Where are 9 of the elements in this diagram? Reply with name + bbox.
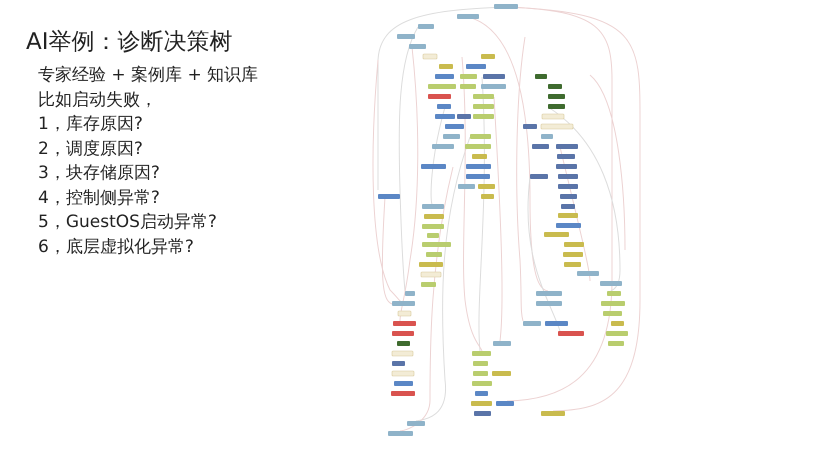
list-item: 5，GuestOS启动异常? [38,211,217,233]
body-text: 专家经验 + 案例库 + 知识库 [38,64,258,86]
list-item: 3，块存储原因? [38,162,160,184]
list-item: 6，底层虚拟化异常? [38,236,194,258]
list-item: 1，库存原因? [38,113,143,135]
list-item: 4，控制侧异常? [38,186,160,208]
list-item: 2，调度原因? [38,138,143,160]
slide-title: AI举例：诊断决策树 [26,28,233,57]
body-text: 比如启动失败， [38,88,157,110]
